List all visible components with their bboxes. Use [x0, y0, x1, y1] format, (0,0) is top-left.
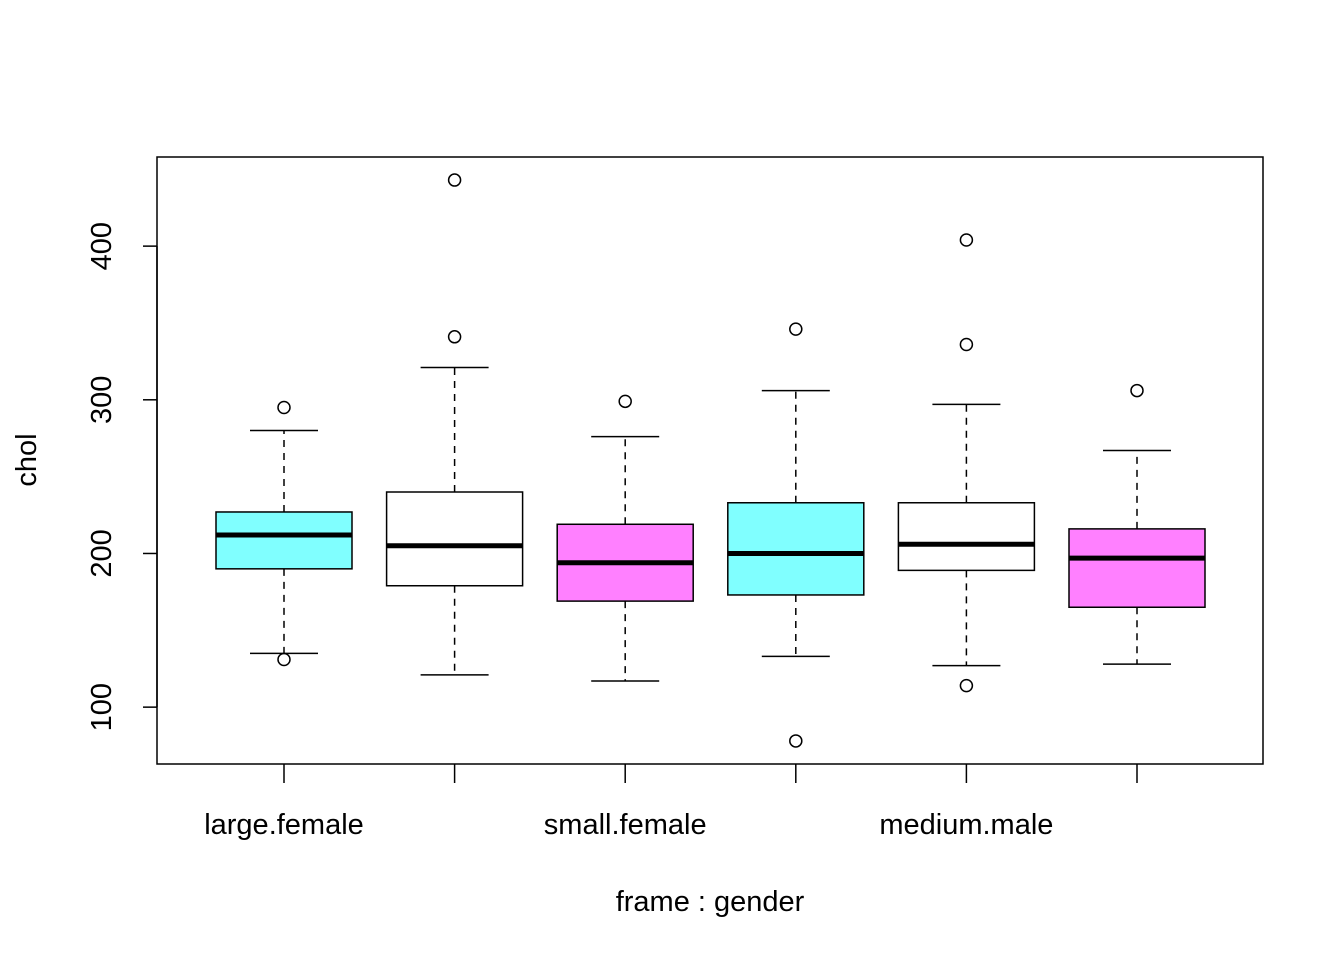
iqr-box — [897, 502, 1036, 572]
y-tick-label: 200 — [86, 529, 118, 577]
box-group-4 — [727, 322, 865, 748]
y-tick-label: 400 — [86, 222, 118, 270]
iqr-box — [385, 491, 524, 587]
outlier-point — [447, 330, 462, 344]
y-tick-label: 300 — [86, 376, 118, 424]
box-group-6 — [1068, 383, 1206, 665]
outlier-point — [789, 322, 803, 336]
outlier-point — [618, 394, 632, 409]
box-group-3 — [556, 394, 694, 682]
outlier-point — [789, 734, 803, 748]
y-tick-label: 100 — [86, 683, 118, 731]
x-category-label: large.female — [204, 809, 364, 841]
outlier-point — [959, 678, 974, 693]
outlier-point — [959, 337, 974, 352]
boxes-layer — [215, 173, 1206, 748]
x-category-label: small.female — [544, 809, 707, 841]
x-axis-title: frame : gender — [616, 886, 805, 918]
box-group-5 — [897, 233, 1036, 693]
outlier-point — [959, 233, 974, 247]
outlier-point — [277, 400, 291, 415]
y-axis: 100 200 300 400 — [86, 222, 158, 731]
x-axis: large.female small.female medium.male — [204, 764, 1138, 841]
box-group-1 — [215, 400, 353, 667]
iqr-box — [727, 502, 865, 596]
x-category-label: medium.male — [879, 809, 1053, 841]
y-axis-title: chol — [11, 433, 43, 486]
outlier-point — [277, 652, 291, 667]
box-group-2 — [385, 173, 524, 676]
outlier-point — [1130, 383, 1144, 398]
outlier-point — [447, 173, 462, 187]
iqr-box — [215, 511, 353, 570]
iqr-box — [1068, 528, 1206, 609]
